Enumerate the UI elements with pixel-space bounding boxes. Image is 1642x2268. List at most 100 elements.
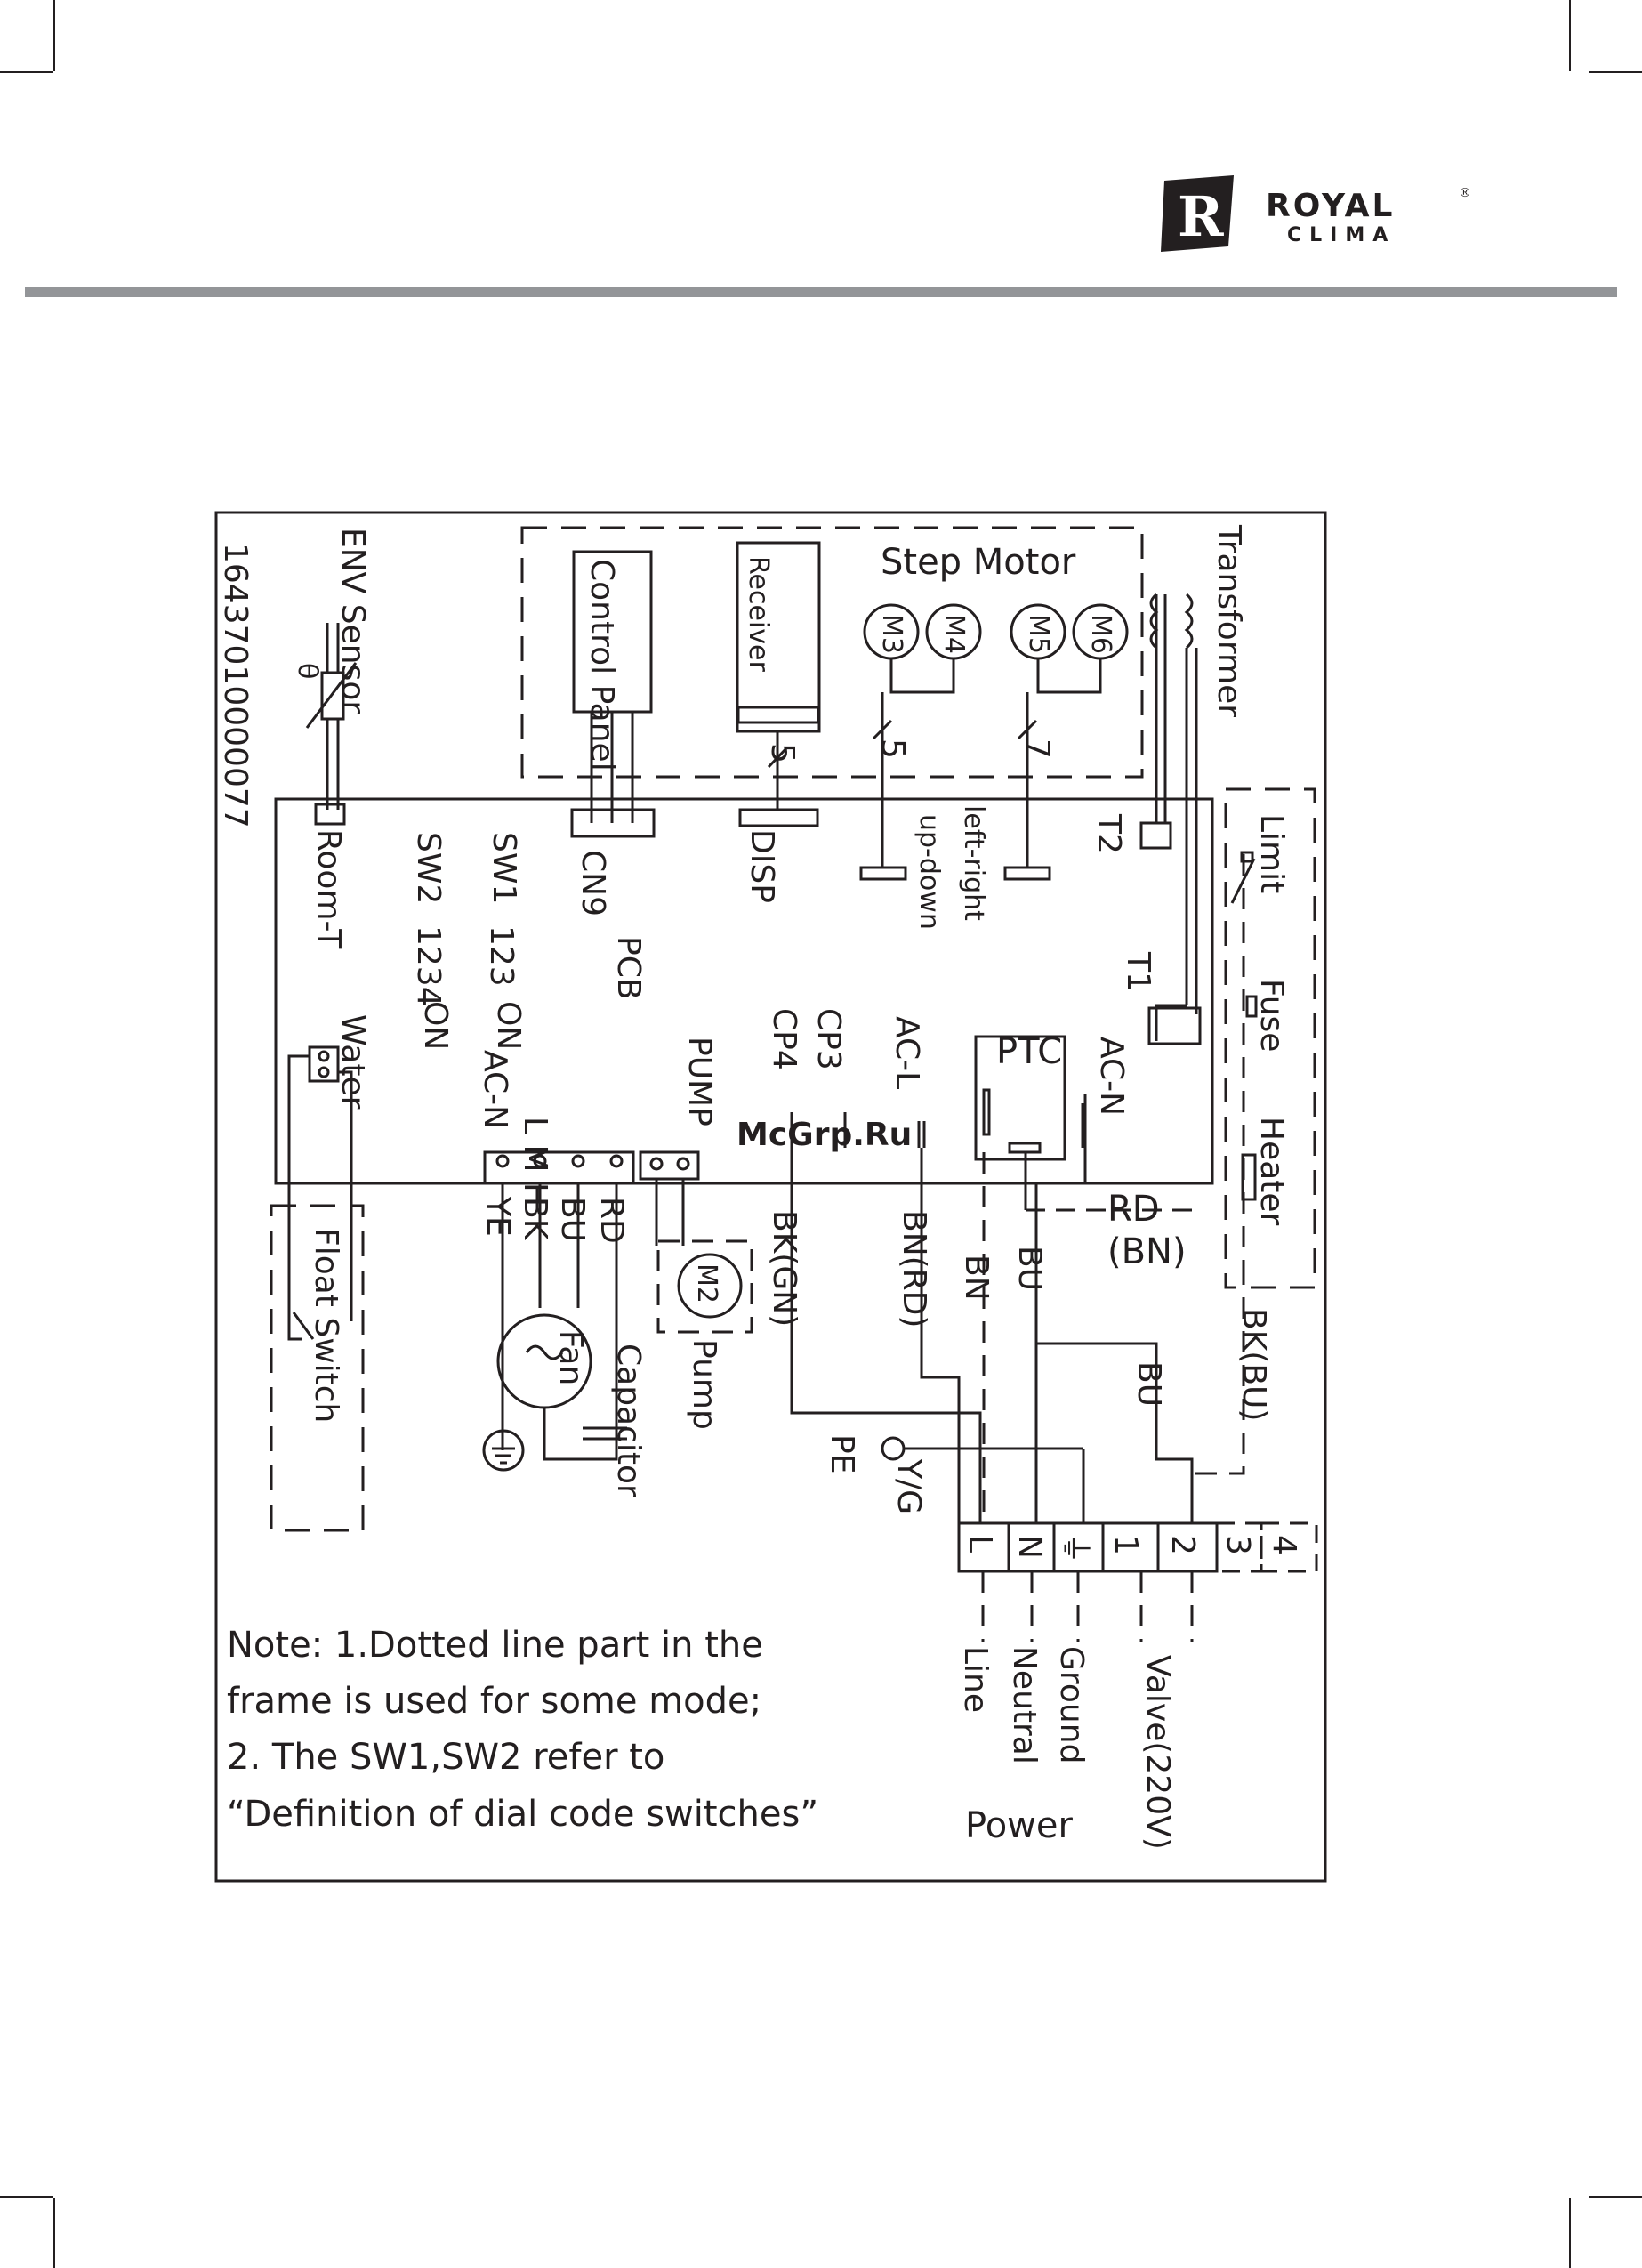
watermark: McGrp.Ru: [736, 1117, 912, 1153]
terminal-n: N: [1011, 1535, 1048, 1559]
env-sensor-label: ENV Sensor: [334, 528, 371, 714]
fan-speed-labels: L M H: [517, 1117, 553, 1207]
cp3-label: CP3: [810, 1008, 847, 1070]
yg-label: Y/G: [890, 1458, 927, 1514]
pe-ground-icon: [881, 1436, 906, 1461]
terminal-neutral-label: Neutral: [1006, 1646, 1042, 1764]
crop-mark: [53, 2198, 55, 2268]
fuse-label: Fuse: [1253, 979, 1290, 1052]
fan-ground-icon: [482, 1429, 525, 1472]
wire-rd-main: RD: [1107, 1189, 1160, 1230]
m5-label: M5: [1023, 614, 1054, 654]
wire-bu3: BU: [1131, 1361, 1167, 1407]
wire-ye: YE: [479, 1196, 516, 1237]
crop-mark: [53, 0, 55, 71]
fan-connector: [483, 1150, 635, 1185]
receiver-label: Receiver: [743, 556, 774, 672]
note-line-1: Note: 1.Dotted line part in the: [227, 1625, 763, 1666]
up-down-connector: [859, 866, 907, 881]
wire-count-7: 5: [764, 743, 801, 763]
terminal-4: 4: [1266, 1535, 1302, 1555]
ptc-module: [974, 1035, 1066, 1161]
optional-module-frame: [520, 526, 1144, 779]
control-panel-label: Control Panel: [584, 559, 620, 771]
power-label: Power: [965, 1805, 1073, 1846]
step-motor-label: Step Motor: [881, 542, 1076, 583]
wire-bn: BN: [958, 1255, 994, 1301]
transformer-primary: [1149, 593, 1159, 650]
pcb-label: PCB: [610, 936, 647, 1000]
heater-element: [1241, 1153, 1257, 1201]
ac-n-right-label: AC-N: [1093, 1037, 1130, 1116]
ptc-label: PTC: [996, 1031, 1062, 1072]
transformer-secondary: [1184, 593, 1194, 650]
brand-reg-mark: ®: [1459, 186, 1471, 200]
terminal-3: 3: [1219, 1535, 1256, 1555]
cn9-connector: [570, 808, 656, 838]
room-t-label: Room-T: [310, 829, 347, 949]
heater-label: Heater: [1253, 1117, 1290, 1226]
crop-mark: [1569, 2198, 1571, 2268]
wire-bn-paren: (BN): [1107, 1231, 1187, 1272]
terminal-ground-label: Ground: [1053, 1646, 1090, 1764]
wire-bu2: BU: [1011, 1246, 1048, 1291]
note-line-4: “Definition of dial code switches”: [227, 1794, 818, 1835]
m3-label: M3: [876, 614, 907, 654]
pump-motor-m2: [677, 1253, 743, 1319]
terminal-line-label: Line: [957, 1646, 994, 1713]
fuse-element: [1245, 995, 1258, 1018]
crop-mark: [1589, 2196, 1642, 2198]
header-rule: [25, 287, 1617, 297]
left-right-connector: [1003, 866, 1051, 881]
wire-bn-rd: BN(RD): [896, 1210, 932, 1328]
note-line-2: frame is used for some mode;: [227, 1681, 761, 1722]
water-label: Water: [334, 1014, 371, 1110]
wire-bk: BK: [517, 1197, 553, 1241]
t2-label: T2: [1091, 813, 1127, 854]
pump-connector: [639, 1150, 700, 1181]
terminal-ground-icon: ⏚: [1057, 1532, 1093, 1564]
wire-bu: BU: [554, 1197, 591, 1242]
m2-label: M2: [691, 1263, 722, 1303]
note-line-3: 2. The SW1,SW2 refer to: [227, 1737, 664, 1778]
wire-bk-bu: BK(BU): [1236, 1308, 1272, 1421]
up-down-label: up-down: [914, 814, 945, 930]
transformer-label: Transformer: [1211, 524, 1247, 717]
crop-mark: [1589, 71, 1642, 73]
room-t-connector: [314, 803, 346, 826]
left-right-label: left-right: [958, 805, 989, 921]
t2-connector: [1139, 821, 1172, 850]
wire-rd: RD: [593, 1197, 630, 1244]
pump-label: Pump: [686, 1339, 722, 1430]
sw2-on-label: ON: [417, 1001, 454, 1050]
capacitor-label: Capacitor: [610, 1344, 647, 1497]
wire-bk-gn: BK(GN): [766, 1210, 802, 1327]
fan-label: Fan: [552, 1330, 589, 1385]
terminal-1: 1: [1107, 1535, 1144, 1555]
cp4-label: CP4: [766, 1008, 802, 1070]
m4-label: M4: [938, 614, 970, 654]
ac-n-left-label: AC-N: [477, 1050, 513, 1129]
receiver-pins: [736, 706, 820, 724]
terminal-l: L: [962, 1535, 998, 1553]
disp-connector: [738, 808, 819, 827]
terminal-2: 2: [1164, 1535, 1201, 1555]
brand-emblem-icon: R: [1161, 175, 1234, 252]
limit-label: Limit: [1253, 814, 1290, 893]
float-switch-label: Float Switch: [308, 1228, 344, 1423]
t1-label: T1: [1120, 951, 1156, 992]
sw1-label: SW1: [486, 832, 522, 904]
ac-l-label: AC-L: [889, 1016, 925, 1089]
svg-text:R: R: [1178, 184, 1224, 249]
float-switch-frame: [270, 1204, 365, 1532]
crop-mark: [0, 71, 53, 73]
brand-name-royal: ROYAL: [1266, 188, 1395, 224]
pump-connector-label: PUMP: [681, 1037, 718, 1126]
pump-option-frame: [656, 1239, 753, 1334]
pcb-board: [274, 797, 1214, 1185]
terminal-valve-label: Valve(220V): [1139, 1655, 1176, 1850]
diagram-frame: [214, 511, 1327, 1883]
sw2-label: SW2: [410, 832, 447, 904]
terminal-block: [957, 1521, 1219, 1573]
